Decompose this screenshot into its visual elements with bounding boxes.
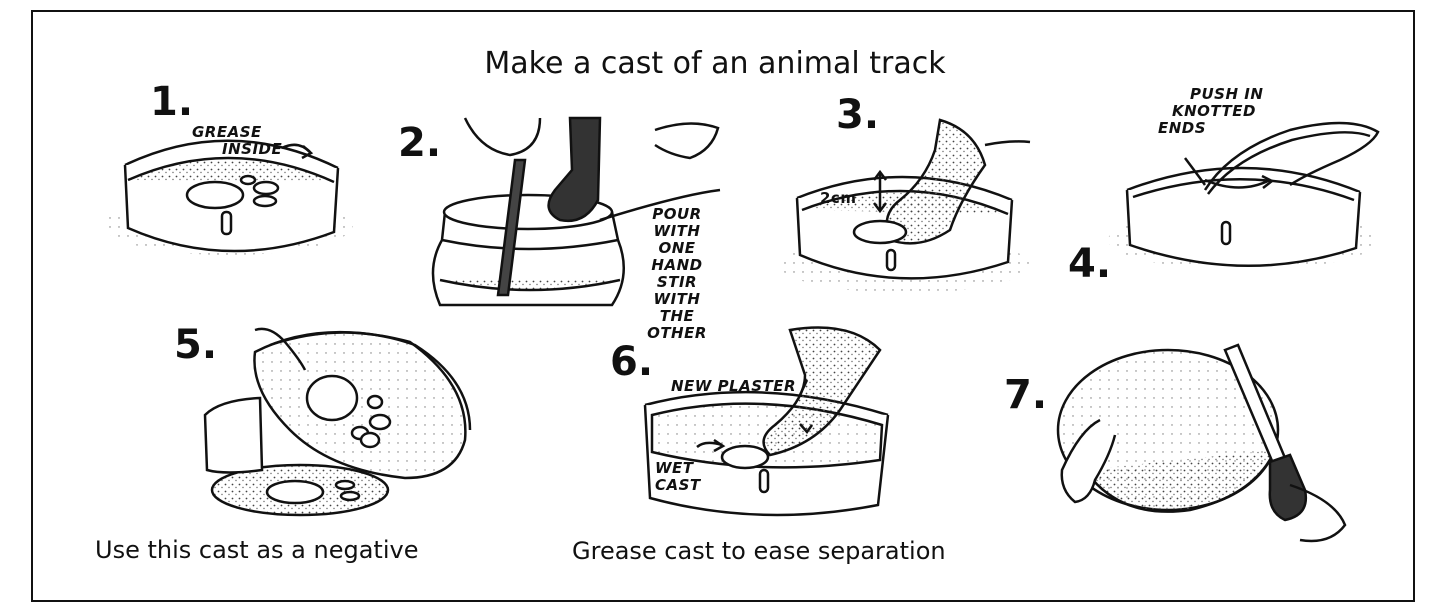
step5-illustration (205, 329, 470, 515)
annotation-new-plaster: NEW PLASTER (671, 378, 796, 395)
step-number-2: 2. (398, 123, 441, 163)
annotation-grease-inside: GREASE INSIDE (192, 124, 282, 158)
step4-illustration (1108, 123, 1378, 270)
annotation-push-in-knotted-ends: PUSH IN KNOTTED ENDS (1138, 86, 1263, 137)
annotation-depth-2cm: 2cm (820, 190, 856, 207)
step-number-5: 5. (174, 325, 217, 365)
step-number-3: 3. (836, 95, 879, 135)
annotation-wet-cast: WET CAST (655, 460, 701, 494)
step3-illustration (780, 120, 1030, 293)
caption-step5: Use this cast as a negative (95, 536, 418, 564)
caption-step6: Grease cast to ease separation (572, 537, 946, 565)
step-number-7: 7. (1004, 375, 1047, 415)
step-number-6: 6. (610, 342, 653, 382)
step-number-1: 1. (150, 82, 193, 122)
step-number-4: 4. (1068, 244, 1111, 284)
step7-illustration (1058, 345, 1345, 541)
annotation-pour-stir: POUR WITH ONE HAND STIR WITH THE OTHER (631, 206, 723, 342)
